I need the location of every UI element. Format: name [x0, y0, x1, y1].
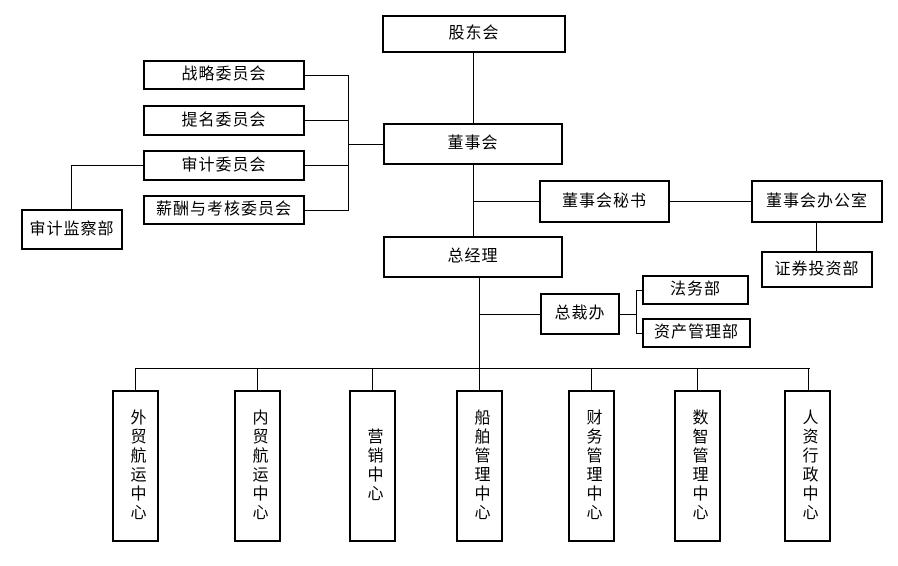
- connector-line: [473, 165, 474, 236]
- connector-line: [473, 53, 474, 123]
- node-strategy-committee: 战略委员会: [143, 60, 305, 90]
- connector-line: [71, 165, 143, 166]
- node-asset-management-dept: 资产管理部: [642, 318, 751, 348]
- node-shareholders: 股东会: [382, 15, 566, 53]
- connector-line: [257, 368, 258, 390]
- connector-line: [305, 75, 348, 76]
- node-general-manager: 总经理: [383, 236, 563, 278]
- connector-line: [479, 314, 540, 315]
- connector-line: [816, 223, 817, 251]
- connector-line: [479, 278, 480, 390]
- connector-line: [305, 210, 348, 211]
- node-securities-investment-dept: 证券投资部: [761, 251, 873, 288]
- connector-line: [808, 368, 809, 390]
- node-hr-admin-center: 人资行政中心: [784, 390, 831, 542]
- connector-line: [348, 144, 383, 145]
- node-domestic-trade-shipping-center: 内贸航运中心: [234, 390, 281, 542]
- connector-line: [135, 368, 136, 390]
- node-board-secretary: 董事会秘书: [539, 180, 670, 223]
- node-legal-dept: 法务部: [642, 275, 749, 305]
- node-ship-management-center: 船舶管理中心: [456, 390, 503, 542]
- connector-line: [372, 368, 373, 390]
- node-compensation-committee: 薪酬与考核委员会: [143, 195, 305, 225]
- connector-line: [473, 201, 539, 202]
- connector-line: [591, 368, 592, 390]
- connector-line: [305, 120, 348, 121]
- node-marketing-center: 营销中心: [349, 390, 396, 542]
- connector-line: [305, 165, 348, 166]
- connector-line: [636, 290, 642, 291]
- connector-line: [348, 75, 349, 211]
- node-audit-committee: 审计委员会: [143, 150, 305, 181]
- connector-line: [670, 201, 751, 202]
- node-board-of-directors: 董事会: [383, 123, 563, 165]
- node-digital-management-center: 数智管理中心: [674, 390, 721, 542]
- node-foreign-trade-shipping-center: 外贸航运中心: [112, 390, 159, 542]
- connector-line: [71, 165, 72, 209]
- connector-line: [620, 314, 636, 315]
- node-nomination-committee: 提名委员会: [143, 105, 305, 136]
- node-president-office: 总裁办: [540, 293, 620, 335]
- connector-line: [636, 333, 642, 334]
- connector-line: [135, 368, 810, 369]
- node-finance-management-center: 财务管理中心: [568, 390, 615, 542]
- connector-line: [697, 368, 698, 390]
- connector-line: [636, 290, 637, 334]
- node-audit-supervision-dept: 审计监察部: [21, 209, 123, 250]
- node-board-office: 董事会办公室: [751, 180, 883, 223]
